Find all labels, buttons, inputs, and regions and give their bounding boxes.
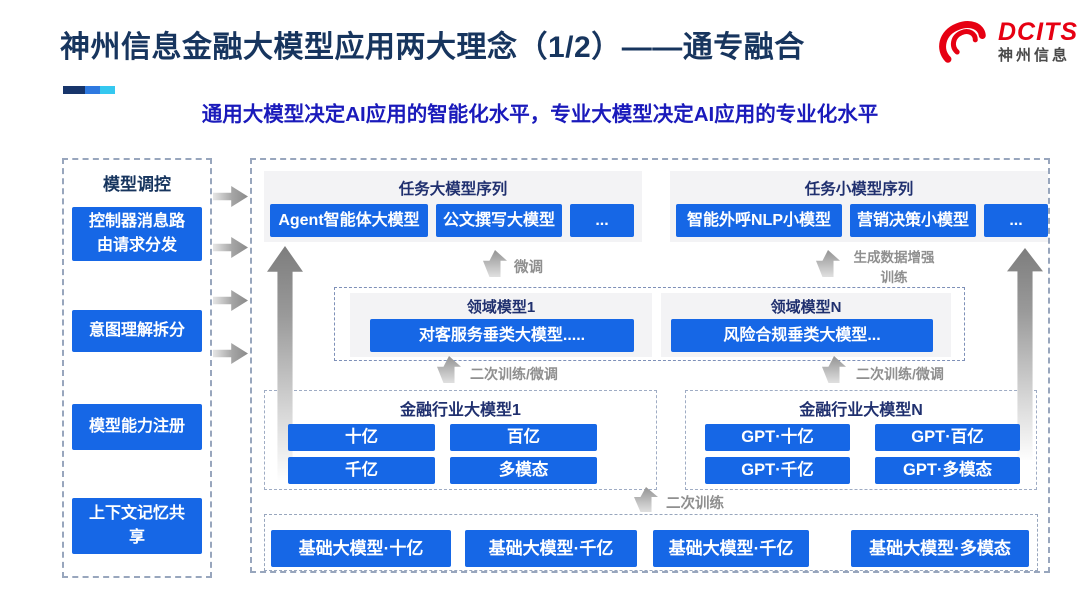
model-box: 多模态 (450, 457, 597, 484)
slide-subtitle: 通用大模型决定AI应用的智能化水平，专业大模型决定AI应用的专业化水平 (201, 103, 879, 126)
sidebar-item-router: 控制器消息路由请求分发 (72, 207, 202, 261)
main-diagram: 任务大模型序列 Agent智能体大模型 公文撰写大模型 ... 任务小模型序列 … (250, 158, 1050, 573)
model-box: 基础大模型·千亿 (465, 530, 637, 567)
model-box: GPT·多模态 (875, 457, 1020, 484)
model-box: 对客服务垂类大模型..... (370, 319, 634, 352)
model-box: 智能外呼NLP小模型 (676, 204, 842, 237)
domain-model-n-panel: 领域模型N 风险合规垂类大模型... (661, 293, 951, 357)
model-control-panel: 模型调控 控制器消息路由请求分发 意图理解拆分 模型能力注册 上下文记忆共享 (62, 158, 212, 578)
retrain-label: 二次训练 (666, 496, 724, 512)
model-box: Agent智能体大模型 (270, 204, 428, 237)
model-box: 公文撰写大模型 (436, 204, 562, 237)
task-small-panel: 任务小模型序列 智能外呼NLP小模型 营销决策小模型 ... (670, 171, 1048, 242)
finetune-label: 微调 (514, 260, 543, 276)
domain-models-container: 领域模型1 对客服务垂类大模型..... 领域模型N 风险合规垂类大模型... (334, 287, 965, 361)
domain-model-n-title: 领域模型N (770, 299, 842, 316)
model-box: ... (984, 204, 1048, 237)
up-arrow-icon (816, 250, 840, 277)
task-small-title: 任务小模型序列 (804, 181, 914, 198)
industry-model-n-title: 金融行业大模型N (799, 402, 923, 419)
industry-model-1-panel: 金融行业大模型1 十亿 百亿 千亿 多模态 (264, 390, 657, 490)
task-large-row: Agent智能体大模型 公文撰写大模型 ... (270, 204, 634, 237)
accent-blue (85, 86, 100, 94)
sidebar-title: 模型调控 (103, 175, 171, 194)
task-large-title: 任务大模型序列 (398, 181, 508, 198)
logo-cn-text: 神州信息 (998, 46, 1071, 64)
model-box: 千亿 (288, 457, 435, 484)
model-box: 百亿 (450, 424, 597, 451)
up-arrow-icon (483, 250, 507, 277)
sidebar-item-context: 上下文记忆共享 (72, 498, 202, 554)
task-large-panel: 任务大模型序列 Agent智能体大模型 公文撰写大模型 ... (264, 171, 642, 242)
industry-model-1-title: 金融行业大模型1 (400, 402, 521, 419)
title-accent-bar (63, 86, 115, 94)
model-box: 风险合规垂类大模型... (671, 319, 933, 352)
model-box: GPT·十亿 (705, 424, 850, 451)
dcits-swirl-icon (939, 21, 986, 63)
retrain-finetune-left-label: 二次训练/微调 (470, 366, 558, 382)
domain-model-1-panel: 领域模型1 对客服务垂类大模型..... (350, 293, 652, 357)
accent-navy (63, 86, 85, 94)
right-arrow-icon (213, 343, 248, 364)
model-box: 基础大模型·十亿 (271, 530, 451, 567)
model-box: 基础大模型·千亿 (653, 530, 809, 567)
domain-model-1-title: 领域模型1 (466, 299, 536, 316)
right-arrow-icon (213, 290, 248, 311)
task-small-row: 智能外呼NLP小模型 营销决策小模型 ... (676, 204, 1048, 237)
accent-cyan (100, 86, 115, 94)
gen-data-train-label: 生成数据增强训练 (853, 250, 935, 285)
model-box: 基础大模型·多模态 (851, 530, 1029, 567)
logo-text: DCITS (998, 17, 1078, 46)
base-models-container: 基础大模型·十亿 基础大模型·千亿 基础大模型·千亿 基础大模型·多模态 (264, 514, 1038, 571)
up-arrow-icon (634, 487, 658, 512)
model-box: GPT·千亿 (705, 457, 850, 484)
page-title: 神州信息金融大模型应用两大理念（1/2）——通专融合 (60, 31, 805, 64)
right-arrow-icon (213, 237, 248, 258)
industry-model-n-panel: 金融行业大模型N GPT·十亿 GPT·百亿 GPT·千亿 GPT·多模态 (685, 390, 1037, 490)
model-box: GPT·百亿 (875, 424, 1020, 451)
sidebar-item-intent: 意图理解拆分 (72, 310, 202, 352)
right-arrow-icon (213, 186, 248, 207)
model-box: 十亿 (288, 424, 435, 451)
sidebar-item-register: 模型能力注册 (72, 404, 202, 450)
model-box: 营销决策小模型 (850, 204, 976, 237)
model-box: ... (570, 204, 634, 237)
dcits-logo: DCITS 神州信息 (933, 16, 1078, 66)
retrain-finetune-right-label: 二次训练/微调 (856, 366, 944, 382)
